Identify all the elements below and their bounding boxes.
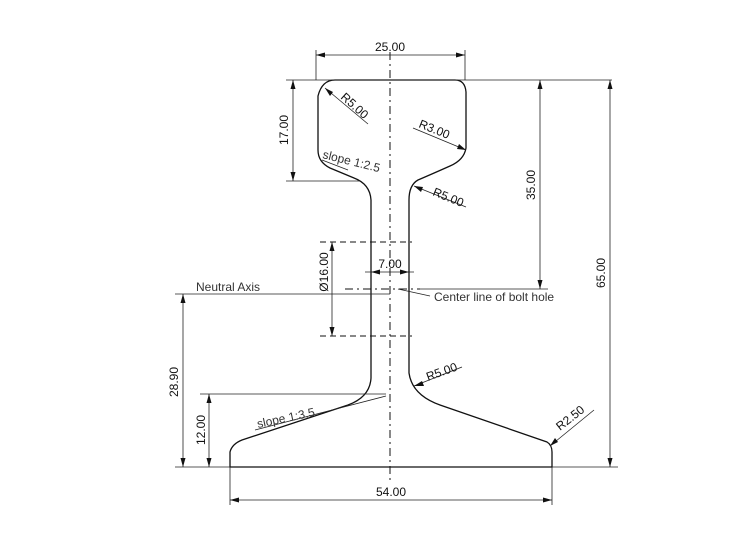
label-bolt-center: Center line of bolt hole: [434, 290, 554, 304]
dim-neutral-axis-height: 28.90: [167, 367, 181, 397]
dim-web-thickness: 7.00: [378, 257, 402, 271]
label-slope-upper: slope 1:2.5: [321, 147, 382, 175]
dim-head-height: 17.00: [277, 115, 291, 145]
dim-web-lower-radius: R5.00: [424, 360, 459, 384]
dim-web-upper-radius: R5.00: [431, 185, 466, 210]
dim-head-top-radius: R5.00: [338, 90, 371, 122]
dim-bolt-hole-dia: Ø16.00: [317, 252, 331, 292]
dim-head-width: 25.00: [375, 40, 405, 54]
dim-base-width: 54.00: [376, 485, 406, 499]
dim-total-height: 65.00: [594, 258, 608, 288]
dim-flange-edge-radius: R2.50: [553, 402, 587, 433]
dim-height-to-bolt: 35.00: [524, 170, 538, 200]
dim-head-side-radius: R3.00: [417, 117, 452, 142]
label-slope-lower: slope 1:3.5: [256, 405, 317, 431]
label-neutral-axis: Neutral Axis: [196, 280, 260, 294]
rail-profile: [229, 79, 553, 468]
dim-flange-height: 12.00: [194, 415, 208, 445]
